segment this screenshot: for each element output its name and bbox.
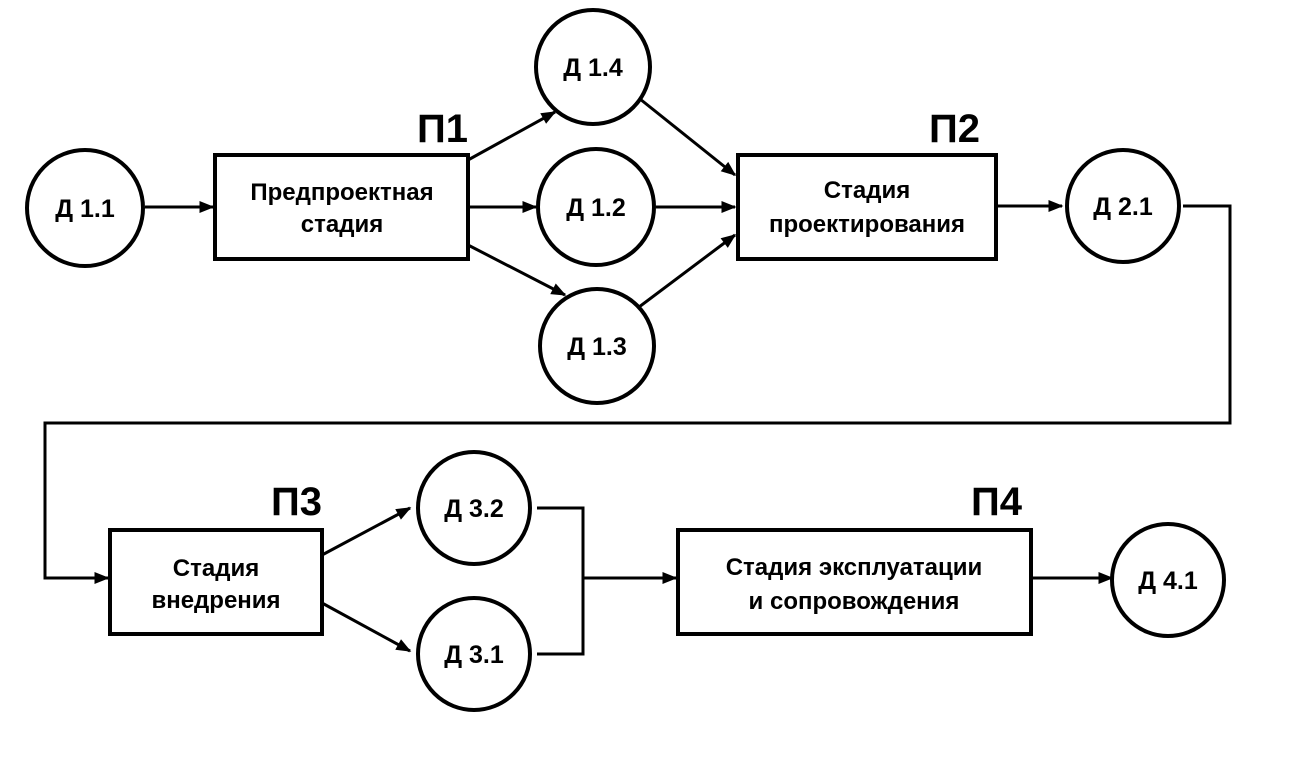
edge-d14-p2 (639, 97, 737, 177)
edges (43, 97, 1232, 656)
document-circle (538, 287, 656, 405)
document-d41[interactable]: Д 4.1 (1110, 522, 1226, 638)
stage-box (213, 153, 470, 261)
document-d14[interactable]: Д 1.4 (534, 8, 652, 126)
document-label: Д 4.1 (1138, 567, 1198, 595)
stage-code: П1 (417, 107, 468, 151)
document-d12[interactable]: Д 1.2 (536, 147, 656, 267)
stage-code: П2 (929, 107, 980, 151)
stage-label-line2: стадия (301, 211, 383, 238)
stage-label-line1: Предпроектная (250, 179, 433, 206)
stage-p2[interactable]: П2 Стадия проектирования (736, 107, 998, 261)
stage-box (736, 153, 998, 261)
document-circle (1065, 148, 1181, 264)
document-circle (416, 596, 532, 712)
document-d32[interactable]: Д 3.2 (416, 450, 532, 566)
stage-label-line1: Стадия (173, 555, 259, 582)
edge-p1-d13 (467, 243, 567, 297)
edge-d31-merge (537, 578, 585, 656)
document-d31[interactable]: Д 3.1 (416, 596, 532, 712)
edge-p3-d32 (321, 506, 412, 557)
document-label: Д 2.1 (1093, 193, 1153, 221)
stage-box (108, 528, 324, 636)
document-d13[interactable]: Д 1.3 (538, 287, 656, 405)
document-d21[interactable]: Д 2.1 (1065, 148, 1181, 264)
document-label: Д 3.1 (444, 641, 504, 669)
stage-code: П4 (971, 480, 1023, 524)
stage-label-line1: Стадия (824, 177, 910, 204)
document-circle (25, 148, 145, 268)
stage-label-line2: проектирования (769, 211, 965, 238)
document-label: Д 1.1 (55, 195, 115, 223)
stage-p3[interactable]: П3 Стадия внедрения (108, 480, 324, 636)
edge-d21-p3 (43, 204, 1232, 584)
document-label: Д 1.3 (567, 333, 627, 361)
document-circle (416, 450, 532, 566)
edge-d32-merge (537, 506, 585, 578)
document-circle (536, 147, 656, 267)
edge-d13-p2 (634, 233, 737, 312)
stage-label-line1: Стадия эксплуатации (726, 554, 983, 581)
edge-p3-d31 (321, 601, 412, 653)
edge-p1-d14 (467, 110, 557, 162)
document-d11[interactable]: Д 1.1 (25, 148, 145, 268)
stage-label-line2: внедрения (151, 587, 280, 614)
document-label: Д 1.2 (566, 194, 626, 222)
stage-code: П3 (271, 480, 322, 524)
stage-p4[interactable]: П4 Стадия эксплуатации и сопровождения (676, 480, 1033, 636)
document-circle (534, 8, 652, 126)
document-label: Д 1.4 (563, 54, 623, 82)
stage-label-line2: и сопровождения (749, 588, 960, 615)
stage-box (676, 528, 1033, 636)
document-label: Д 3.2 (444, 495, 504, 523)
stage-p1[interactable]: П1 Предпроектная стадия (213, 107, 470, 261)
document-circle (1110, 522, 1226, 638)
